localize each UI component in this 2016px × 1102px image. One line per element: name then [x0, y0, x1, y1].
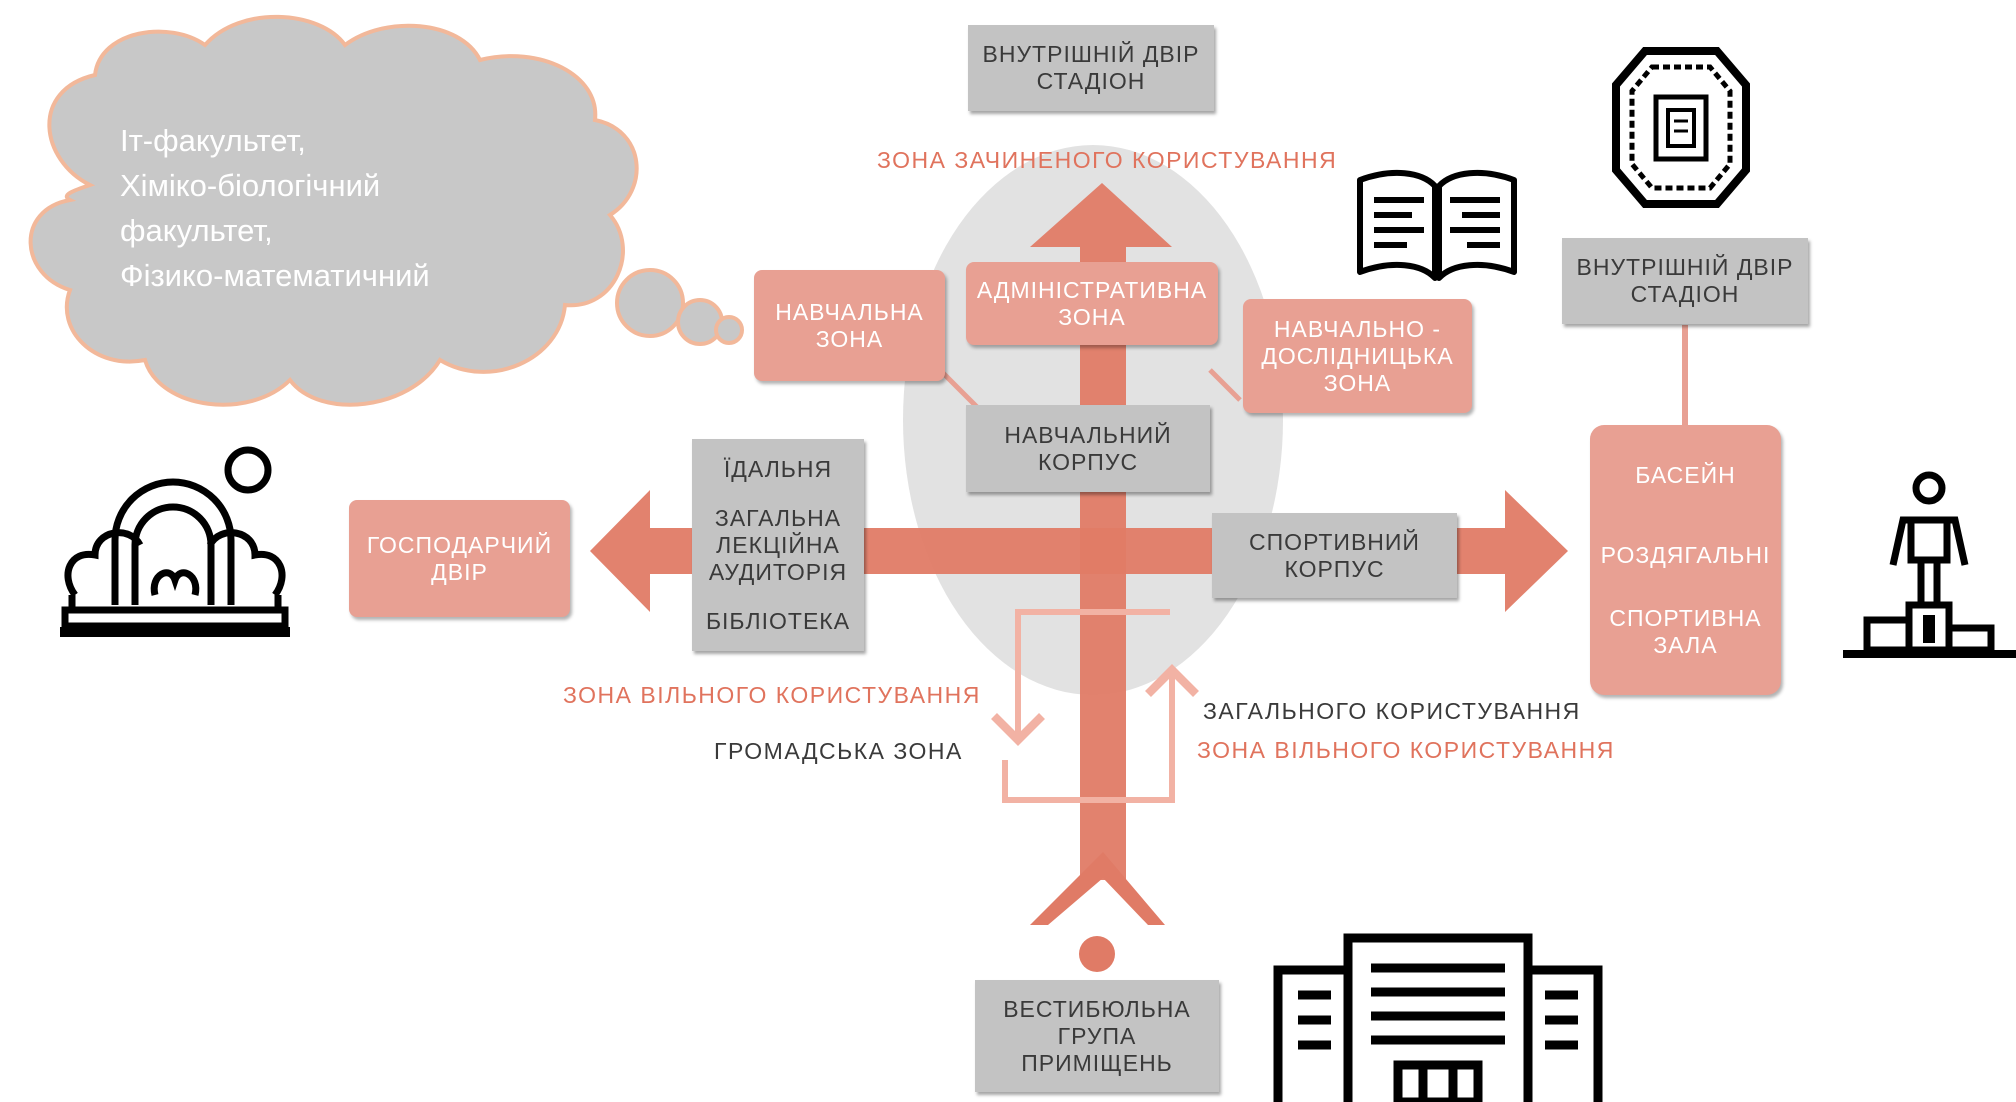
- free-zone-right-label: Зона вільного користування: [1197, 737, 1615, 763]
- cycle-arrow-right: [1002, 664, 1199, 803]
- connector-study-zone: [938, 368, 982, 412]
- main-building-box: Навчальний корпус: [966, 405, 1210, 492]
- box-line: Адміністративна: [976, 276, 1208, 303]
- box-line: зона: [1323, 369, 1392, 396]
- box-line: Спортивна: [1609, 604, 1762, 631]
- box-line: двір: [431, 558, 488, 585]
- free-zone-left-label: Зона вільного користування: [563, 682, 981, 708]
- closed-zone-label: Зона зачиненого користування: [877, 147, 1338, 173]
- box-line: Басейн: [1635, 461, 1736, 488]
- garden-arch-icon: [60, 446, 290, 637]
- office-building-icon: [1273, 933, 1603, 1102]
- entrance-dot: [1079, 936, 1115, 972]
- box-line: Навчально -: [1273, 315, 1442, 342]
- thought-bubble-large: [615, 268, 685, 338]
- right-courtyard-box: Внутрішній двір стадіон: [1562, 238, 1808, 324]
- open-book-icon: [1357, 169, 1517, 281]
- cloud-text: Іт-факультет, Хіміко-біологічний факульт…: [120, 118, 430, 298]
- box-line: Навчальний: [1004, 421, 1172, 448]
- box-line: дослідницька: [1261, 342, 1454, 369]
- public-zone-label: Громадська зона: [714, 738, 963, 764]
- connector-research-zone: [1208, 368, 1242, 402]
- box-line: стадіон: [1036, 68, 1146, 94]
- thought-bubble-medium: [676, 298, 724, 346]
- study-zone-box: Навчальна зона: [754, 270, 945, 381]
- box-line: Вестибюльна: [1003, 995, 1191, 1022]
- box-line: приміщень: [1021, 1049, 1173, 1076]
- box-line: стадіон: [1630, 281, 1740, 307]
- box-line: Внутрішній двір: [1576, 254, 1794, 280]
- cloud-line: факультет,: [120, 213, 273, 248]
- entrance-chevron: [1030, 852, 1165, 925]
- horizontal-axis-arrow: [590, 490, 1568, 612]
- general-use-label: Загального користування: [1203, 698, 1581, 724]
- sports-building-box: Спортивний корпус: [1212, 513, 1457, 598]
- box-line: зона: [1058, 303, 1126, 330]
- vertical-axis-arrow: [1030, 183, 1172, 880]
- box-line: лекційна: [716, 531, 840, 558]
- box-line: група: [1057, 1022, 1137, 1049]
- sports-block-box: Басейн Роздягальні Спортивна зала: [1590, 425, 1781, 695]
- box-line: Внутрішній двір: [982, 41, 1200, 67]
- box-line: Навчальна: [775, 298, 924, 325]
- athlete-podium-icon: [1843, 471, 2016, 658]
- vestibule-box: Вестибюльна група приміщень: [975, 980, 1219, 1092]
- household-yard-box: Господарчий двір: [349, 500, 570, 617]
- box-line: Загальна: [714, 504, 842, 531]
- cloud-line: Хіміко-біологічний: [120, 168, 381, 203]
- thought-cloud: [28, 14, 744, 407]
- cloud-line: Фізико-математичний: [120, 258, 430, 293]
- box-line: зона: [815, 325, 884, 352]
- box-line: корпус: [1284, 555, 1385, 582]
- box-line: Їдальня: [723, 455, 833, 482]
- box-line: Роздягальні: [1600, 541, 1771, 568]
- box-line: Спортивний: [1249, 528, 1420, 555]
- cloud-line: Іт-факультет,: [120, 123, 306, 158]
- stadium-icon: [1612, 47, 1750, 208]
- box-line: Бібліотека: [705, 607, 851, 634]
- public-block-box: Їдальня Загальна лекційна аудиторія Бібл…: [692, 439, 864, 651]
- box-line: Господарчий: [366, 531, 553, 558]
- research-zone-box: Навчально - дослідницька зона: [1243, 299, 1472, 413]
- box-line: зала: [1653, 631, 1718, 658]
- cycle-arrow-left: [991, 609, 1170, 746]
- box-line: корпус: [1037, 448, 1139, 475]
- box-line: аудиторія: [708, 558, 848, 585]
- admin-zone-box: Адміністративна зона: [966, 262, 1218, 345]
- thought-bubble-small: [714, 315, 744, 345]
- top-courtyard-box: Внутрішній двір стадіон: [968, 25, 1214, 111]
